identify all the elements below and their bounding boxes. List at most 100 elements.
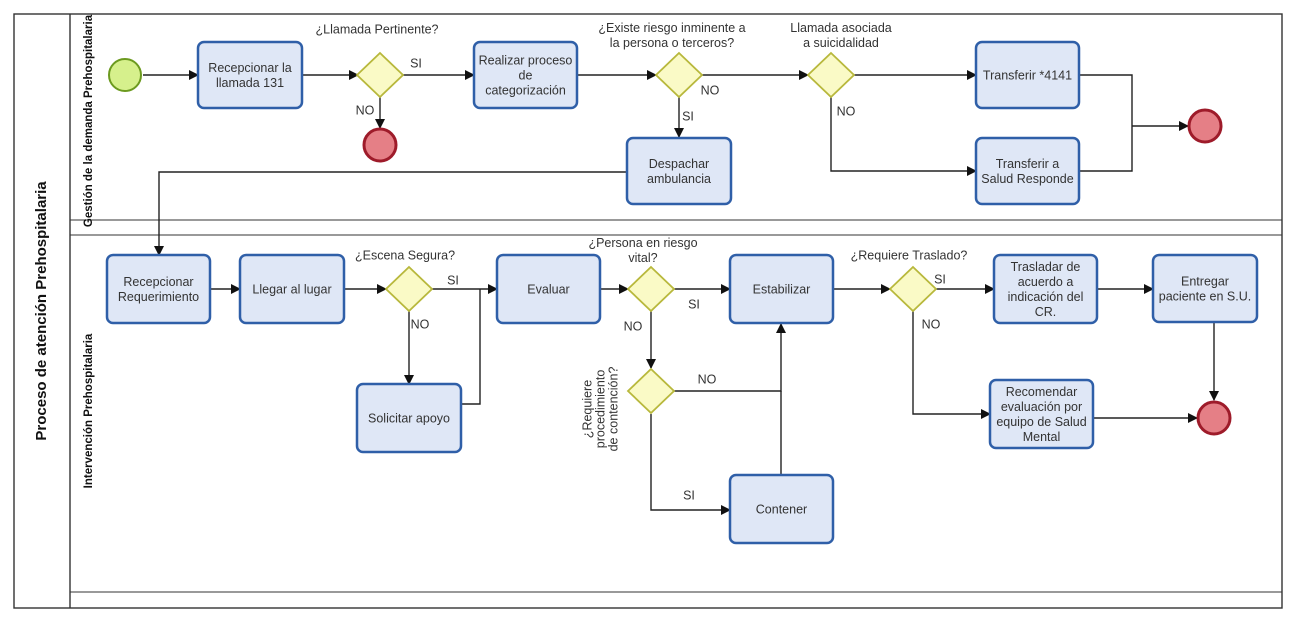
gateway-questions: ¿Llamada Pertinente? ¿Existe riesgo inmin… <box>316 21 968 452</box>
flow-label-no: NO <box>411 317 430 331</box>
task-solicitar-apoyo[interactable]: Solicitar apoyo <box>355 382 463 454</box>
tasks.salud_responde-line: Salud Responde <box>981 172 1073 186</box>
gateway-contencion <box>626 367 676 415</box>
tasks.recepcionar_llamada-line: llamada 131 <box>216 76 284 90</box>
flow-4141-join <box>1079 74 1133 172</box>
flow-label-no: NO <box>624 319 643 333</box>
flow-apoyo-to-evaluar <box>461 289 481 405</box>
task-transferir-4141[interactable]: Transferir *4141 <box>974 40 1081 110</box>
question-riesgo-inminente: ¿Existe riesgo inminente ala persona o t… <box>598 21 745 50</box>
questions.escena-line: ¿Escena Segura? <box>355 248 455 262</box>
tasks.estabilizar-line: Estabilizar <box>753 282 811 296</box>
lane-title-intervention: Intervención Prehospitalaria <box>83 333 95 488</box>
tasks.categorizacion-line: de <box>519 68 533 82</box>
gateway-traslado <box>888 265 938 313</box>
tasks.transferir_4141-line: Transferir *4141 <box>983 68 1072 82</box>
question-pertinente: ¿Llamada Pertinente? <box>316 22 439 36</box>
tasks.trasladar-line: acuerdo a <box>1018 275 1074 289</box>
tasks.recepcionar_req-line: Recepcionar <box>123 275 193 289</box>
gateway-riesgo-inminente <box>654 51 704 99</box>
task-llegar[interactable]: Llegar al lugar <box>238 253 346 325</box>
flow-label-no: NO <box>922 317 941 331</box>
tasks.recomendar-line: Recomendar <box>1006 385 1078 399</box>
gateway-riesgo-vital <box>626 265 676 313</box>
pool-title: Proceso de atención Prehospitalaria <box>33 181 50 441</box>
tasks.recepcionar_llamada-line: Recepcionar la <box>208 61 291 75</box>
tasks.contener-line: Contener <box>756 502 807 516</box>
tasks.entregar-line: Entregar <box>1181 274 1229 288</box>
flow-label-si: SI <box>934 272 946 286</box>
flow-label-si: SI <box>447 273 459 287</box>
flow-label-si: SI <box>682 109 694 123</box>
gateway-suicidalidad <box>806 51 856 99</box>
tasks.despachar-line: Despachar <box>649 157 709 171</box>
gateway-escena <box>384 265 434 313</box>
questions.suicidalidad-line: a suicidalidad <box>803 36 879 50</box>
tasks.recomendar-line: evaluación por <box>1001 400 1082 414</box>
flow-label-no: NO <box>356 103 375 117</box>
tasks.solicitar_apoyo-line: Solicitar apoyo <box>368 411 450 425</box>
tasks.trasladar-line: CR. <box>1035 305 1057 319</box>
task-contener[interactable]: Contener <box>728 473 835 545</box>
flow-label-no: NO <box>698 372 717 386</box>
tasks.categorizacion-line: Realizar proceso <box>479 53 573 67</box>
flow-label-si: SI <box>688 297 700 311</box>
sequence-flows <box>143 70 1219 515</box>
tasks.recepcionar_req-line: Requerimiento <box>118 290 199 304</box>
tasks.recomendar-line: Mental <box>1023 430 1061 444</box>
tasks.salud_responde-line: Transferir a <box>996 157 1059 171</box>
flow-label-si: SI <box>683 488 695 502</box>
flow-label-no: NO <box>837 104 856 118</box>
flow-label-no: NO <box>701 83 720 97</box>
question-escena: ¿Escena Segura? <box>355 248 455 262</box>
start-event <box>108 58 142 92</box>
end-event-transfer <box>1187 108 1223 144</box>
flow-contencion-no <box>674 323 786 392</box>
flow-despachar-to-recepcionar <box>154 171 627 256</box>
flow-traslado-no <box>912 311 991 419</box>
question-traslado: ¿Requiere Traslado? <box>851 248 968 262</box>
pool-frame <box>13 13 1283 609</box>
questions.riesgo_vital-line: ¿Persona en riesgo <box>588 236 697 250</box>
questions.traslado-line: ¿Requiere Traslado? <box>851 248 968 262</box>
end-event-no-pertinente <box>362 127 398 163</box>
tasks.llegar-line: Llegar al lugar <box>252 282 331 296</box>
questions.riesgo_vital-line: vital? <box>628 251 657 265</box>
task-evaluar[interactable]: Evaluar <box>495 253 602 325</box>
flow-labels: SI NO NO SI NO SI NO SI NO NO SI SI NO <box>356 56 946 502</box>
gateways <box>355 51 938 415</box>
lane-title-demand: Gestión de la demanda Prehospitalaria <box>83 14 95 227</box>
questions.suicidalidad-line: Llamada asociada <box>790 21 892 35</box>
gateway-pertinente <box>355 51 405 99</box>
flow-label-si: SI <box>410 56 422 70</box>
questions.contencion-line: ¿Requiere <box>580 380 594 438</box>
questions.riesgo_inminente-line: la persona o terceros? <box>610 36 734 50</box>
questions.pertinente-line: ¿Llamada Pertinente? <box>316 22 439 36</box>
tasks.trasladar-line: Trasladar de <box>1011 260 1081 274</box>
questions.riesgo_inminente-line: ¿Existe riesgo inminente a <box>598 21 745 35</box>
tasks.entregar-line: paciente en S.U. <box>1159 289 1251 303</box>
flow-suicidalidad-no <box>830 97 977 176</box>
task-estabilizar[interactable]: Estabilizar <box>728 253 835 325</box>
tasks.evaluar-line: Evaluar <box>527 282 569 296</box>
tasks.trasladar-line: indicación del <box>1008 290 1084 304</box>
questions.contencion-line: procedimiento <box>593 370 607 449</box>
end-event-intervention <box>1196 400 1232 436</box>
tasks.despachar-line: ambulancia <box>647 172 711 186</box>
tasks.recomendar-line: equipo de Salud <box>996 415 1086 429</box>
tasks.categorizacion-line: categorización <box>485 83 566 97</box>
questions.contencion-line: de contención? <box>606 367 620 452</box>
